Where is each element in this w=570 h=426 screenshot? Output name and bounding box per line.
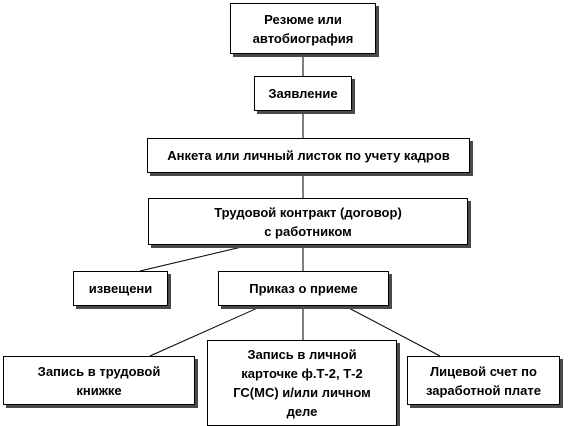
node-zayavlenie-label: Заявление [268, 86, 338, 101]
node-izvescheni-label: извещени [88, 281, 153, 296]
node-izvescheni: извещени [73, 271, 168, 306]
node-zapis-lichnoy-line4: деле [286, 404, 318, 419]
node-licevoy-schet-line1: Лицевой счет по [430, 363, 537, 379]
node-zapis-lichnoy-line3: ГС(МС) и/или личном [233, 385, 371, 400]
node-zapis-trudovoy-line2: книжке [76, 382, 122, 398]
edge-prikaz-licevoy-schet [344, 305, 441, 357]
node-zapis-lichnoy-line2: карточке ф.Т-2, Т-2 [241, 366, 363, 381]
node-licevoy-schet-line2: заработной плате [425, 382, 542, 398]
node-zayavlenie: Заявление [254, 76, 352, 111]
node-zapis-trudovoy: Запись в трудовой книжке [3, 356, 195, 405]
edge-contract-izvescheni [139, 244, 251, 272]
node-licevoy-schet: Лицевой счет по заработной плате [407, 356, 560, 405]
node-contract-line2: с работником [264, 223, 352, 239]
node-anketa: Анкета или личный листок по учету кадров [147, 138, 470, 173]
node-zapis-trudovoy-line1: Запись в трудовой [37, 363, 161, 379]
node-zapis-lichnoy-line1: Запись в личной [247, 347, 357, 362]
node-anketa-label: Анкета или личный листок по учету кадров [167, 148, 450, 163]
node-prikaz-label: Приказ о приеме [249, 281, 358, 296]
node-zapis-lichnoy: Запись в личной карточке ф.Т-2, Т-2 ГС(М… [207, 340, 397, 426]
node-contract-line1: Трудовой контракт (договор) [214, 204, 402, 220]
edge-prikaz-zapis-trudovoy [149, 305, 263, 357]
node-prikaz: Приказ о приеме [218, 271, 389, 306]
node-resume-line1: Резюме или [264, 11, 342, 27]
node-contract: Трудовой контракт (договор) с работником [148, 198, 468, 245]
node-resume: Резюме или автобиография [230, 3, 376, 54]
node-resume-line2: автобиография [252, 30, 354, 46]
